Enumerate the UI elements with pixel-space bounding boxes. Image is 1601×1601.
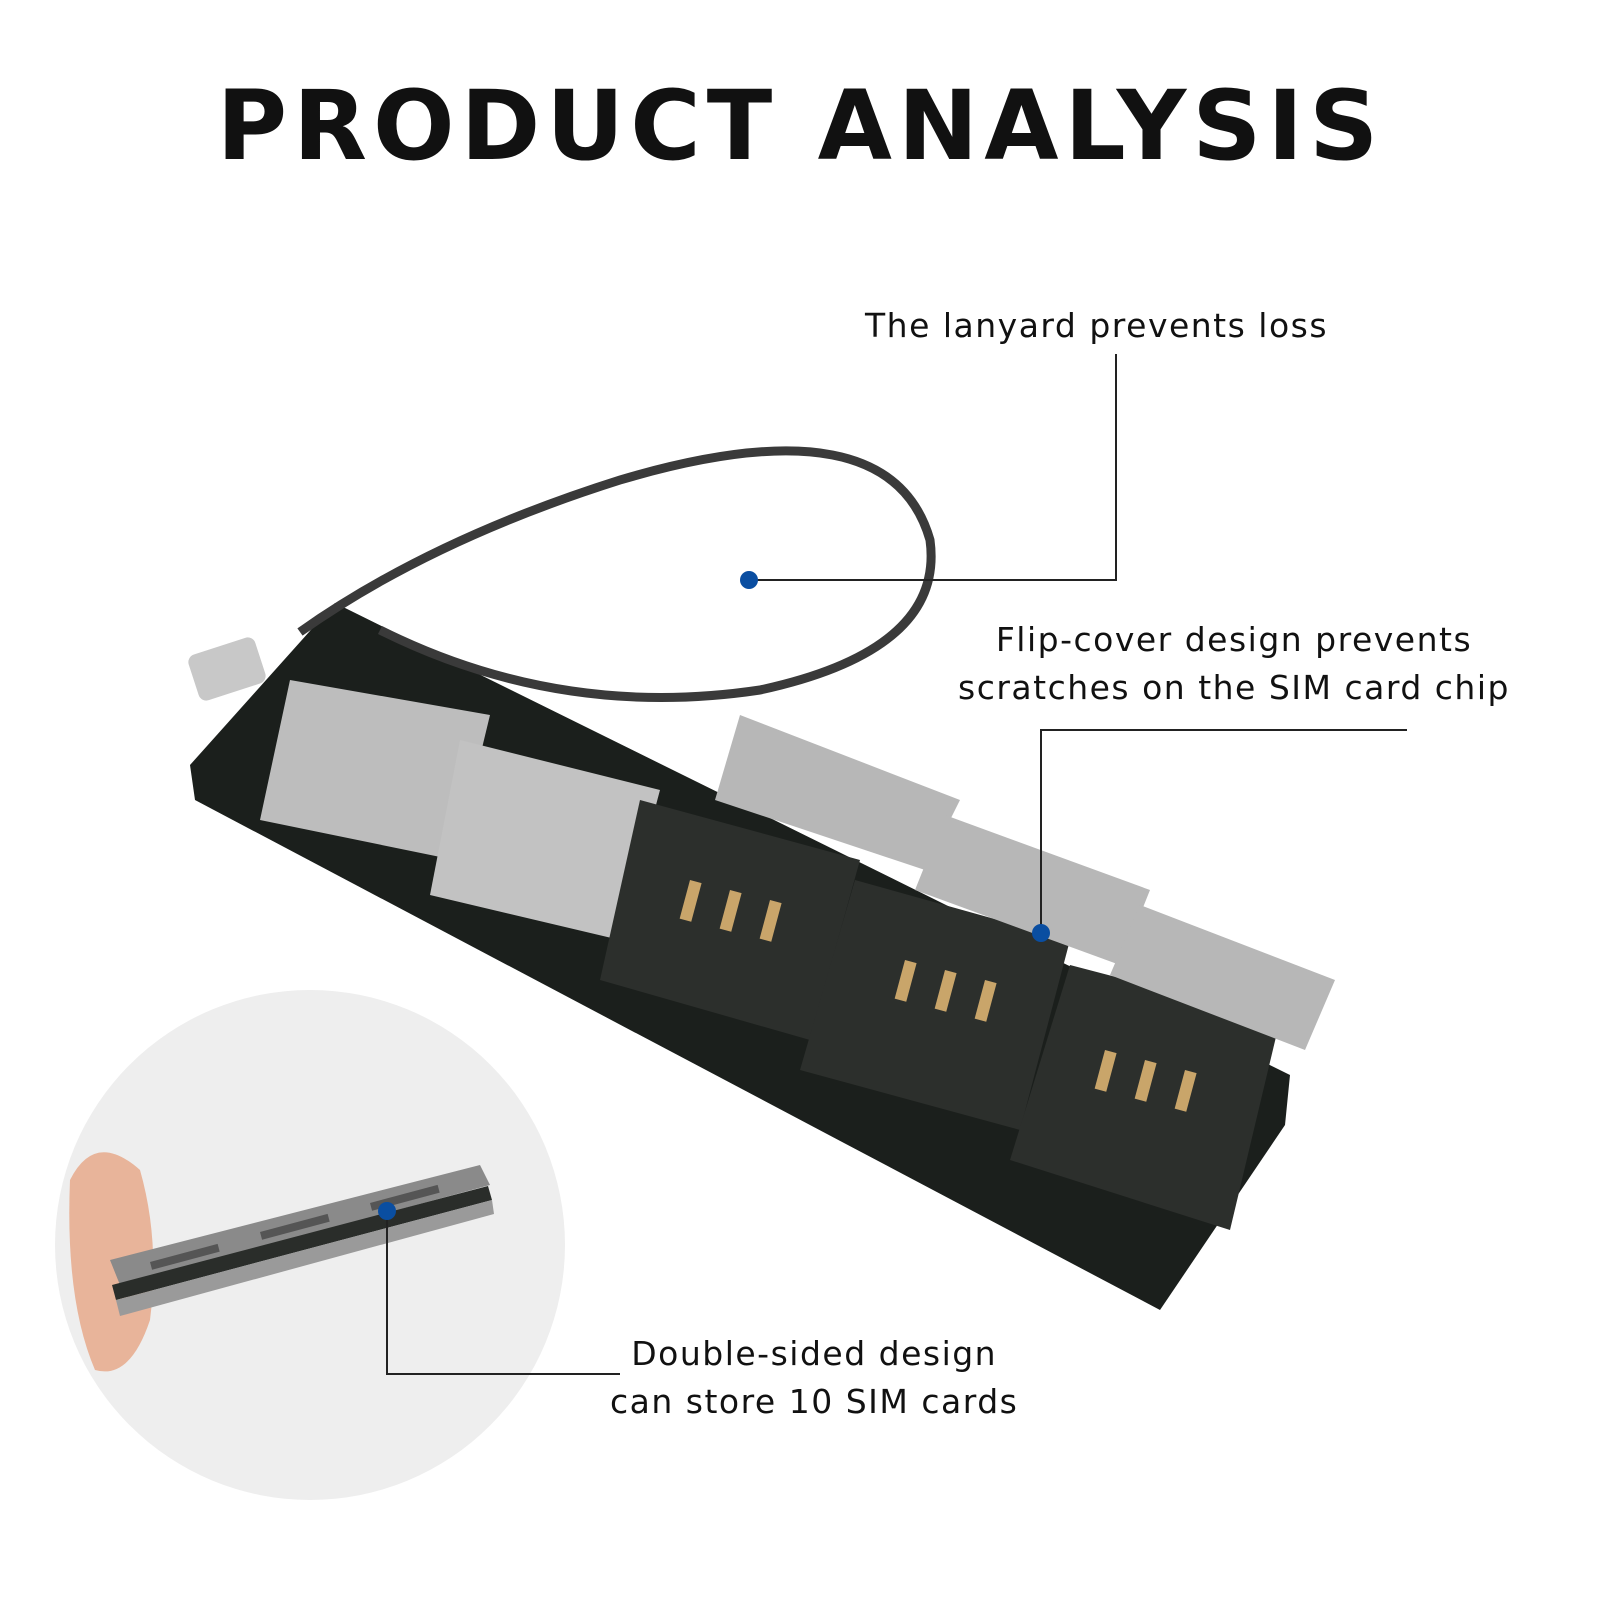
callout-flip-cover-line1: Flip-cover design prevents <box>995 620 1473 659</box>
callout-double-sided-line2: can store 10 SIM cards <box>610 1382 1019 1421</box>
callout-dot-marker <box>1032 924 1050 942</box>
callout-flip-cover-line2: scratches on the SIM card chip <box>958 668 1510 707</box>
page-title: PRODUCT ANALYSIS <box>216 70 1385 182</box>
callout-dot-marker <box>740 571 758 589</box>
callout-lanyard-text: The lanyard prevents loss <box>865 306 1329 345</box>
inset-edge-view-photo <box>55 990 565 1500</box>
callout-lanyard: The lanyard prevents loss <box>865 302 1328 350</box>
callout-double-sided: Double-sided design can store 10 SIM car… <box>610 1330 1018 1426</box>
callout-double-sided-line1: Double-sided design <box>631 1334 998 1373</box>
callout-dot-marker <box>378 1202 396 1220</box>
callout-flip-cover: Flip-cover design prevents scratches on … <box>958 616 1510 712</box>
product-photo <box>188 446 1335 1310</box>
leader-lines <box>386 354 1407 1375</box>
